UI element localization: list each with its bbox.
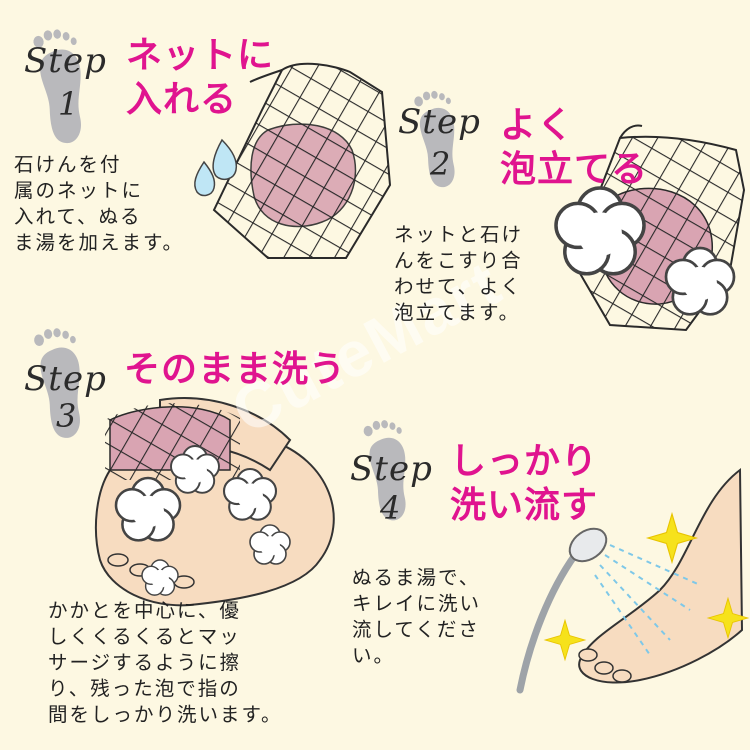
water-spray (594, 544, 701, 656)
step-2-label: Step (398, 102, 481, 142)
step-4-description: ぬるま湯で、 キレイに洗い 流してくださ い。 (352, 566, 482, 667)
step-4-title: しっかり 洗い流す (450, 441, 599, 526)
step-1-label: Step (24, 41, 107, 81)
step-2-title: よく 泡立てる (500, 105, 649, 190)
step-3-description: かかとを中心に、優 しくくるくるとマッ サージするように擦 り、残った泡で指の … (48, 599, 283, 726)
step-1-title: ネットに 入れる (126, 35, 275, 120)
step-3-label: Step (24, 359, 107, 399)
step-1-number: 1 (58, 85, 79, 123)
step-2-number: 2 (430, 145, 451, 183)
step-1-description: 石けんを付 属のネットに 入れて、ぬる ま湯を加えます。 (14, 153, 185, 254)
water-drop-icon (194, 138, 238, 197)
step-3-title: そのまま洗う (124, 349, 347, 390)
step-2-description: ネットと石け んをこすり合 わせて、よく 泡立てます。 (394, 223, 524, 324)
step-3-number: 3 (56, 397, 77, 435)
step-4-number: 4 (380, 489, 401, 527)
step-4-label: Step (350, 449, 433, 489)
soap-net-icon (212, 62, 392, 259)
foot-illustration (578, 468, 744, 684)
shower-head-icon (516, 527, 608, 694)
